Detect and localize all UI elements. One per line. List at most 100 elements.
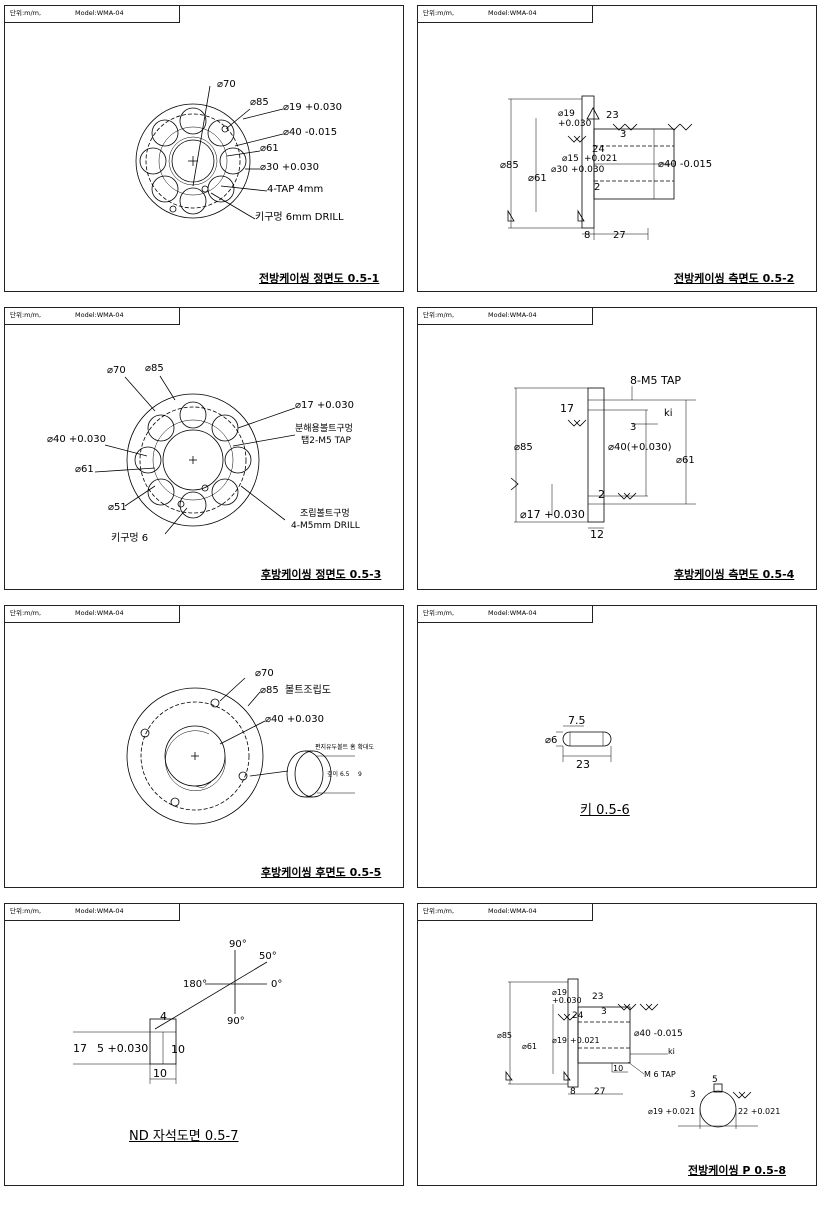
dim-label: ⌀61 xyxy=(528,173,547,184)
dim-label: 9 xyxy=(358,771,362,778)
dim-label: ⌀40 -0.015 xyxy=(658,159,712,170)
model-label: Model:WMA-04 xyxy=(75,609,124,617)
unit-label: 단위:m/m, xyxy=(423,609,455,617)
front-casing-p-drawing: ⌀19 +0.030 23 24 3 ⌀85 ⌀40 -0.015 ⌀19 +0… xyxy=(497,978,780,1129)
dim-label: 2 xyxy=(594,182,600,193)
dim-label: ⌀85 xyxy=(250,97,269,108)
dim-label: ⌀30 xyxy=(551,165,568,175)
rear-front-view-drawing: ⌀70 ⌀85 ⌀17 +0.030 분해용볼트구멍 탭2-M5 TAP ⌀40… xyxy=(47,363,360,544)
dim-label: 23 xyxy=(592,992,603,1002)
dim-label: ⌀6 xyxy=(545,735,557,746)
dim-label: ⌀70 xyxy=(217,79,236,90)
drawing-caption: 후방케이씽 측면도 0.5-4 xyxy=(674,568,795,581)
dim-label: 조립볼트구멍 xyxy=(300,508,350,519)
dim-label: ⌀30 +0.030 xyxy=(260,162,319,173)
dim-label: +0.021 xyxy=(570,1036,600,1045)
unit-label: 단위:m/m, xyxy=(10,311,42,319)
dim-label: 17 xyxy=(73,1042,87,1055)
dim-label: 8 xyxy=(584,230,590,241)
dim-label: ⌀85 xyxy=(500,160,519,171)
dim-label: 24 xyxy=(572,1011,584,1021)
title-block: 단위:m/m, Model:WMA-04 xyxy=(418,308,593,325)
dim-label: 7.5 xyxy=(568,714,586,727)
dim-label: ⌀61 xyxy=(676,455,695,466)
model-label: Model:WMA-04 xyxy=(75,9,124,17)
front-view-drawing: ⌀70 ⌀85 ⌀19 +0.030 ⌀40 -0.015 ⌀61 ⌀30 +0… xyxy=(135,79,344,223)
drawing-panel-7: 단위:m/m,Model:WMA-04 90° 50° 180° 0° 90° … xyxy=(4,903,404,1186)
unit-label: 단위:m/m, xyxy=(423,907,455,915)
drawing-caption: 전방케이씽 정면도 0.5-1 xyxy=(259,272,380,285)
model-label: Model:WMA-04 xyxy=(488,9,537,17)
dim-label: 22 +0.021 xyxy=(738,1107,780,1116)
dim-label: ⌀70 xyxy=(107,365,126,376)
dim-label: 키구멍 6mm DRILL xyxy=(255,211,344,223)
rear-back-view-drawing: ⌀70 ⌀85 볼트조립도 ⌀40 +0.030 편지유두볼트 홈 확대도 깊이… xyxy=(126,668,374,825)
dim-label: ⌀17 +0.030 xyxy=(520,508,585,521)
drawing-panel-2: 단위:m/m,Model:WMA-04 23 ⌀19 +0.030 3 24 ⌀… xyxy=(417,5,817,292)
drawing-caption: 키 0.5-6 xyxy=(580,803,630,818)
drawing-caption: 후방케이씽 후면도 0.5-5 xyxy=(261,866,382,879)
dim-label: ⌀85 xyxy=(514,442,533,453)
dim-label: ⌀19 xyxy=(558,109,575,119)
model-label: Model:WMA-04 xyxy=(488,311,537,319)
dim-label: +0.030 xyxy=(552,996,582,1005)
dim-label: 27 xyxy=(594,1087,605,1097)
angle-label: 0° xyxy=(271,979,282,990)
angle-label: 180° xyxy=(183,979,207,990)
dim-label: ⌀40 +0.030 xyxy=(47,434,106,445)
dim-label: 편지유두볼트 홈 확대도 xyxy=(315,743,374,751)
title-block: 단위:m/m, Model:WMA-04 xyxy=(418,6,593,23)
drawing-panel-3: 단위:m/m, Model:WMA-04 ⌀70 ⌀85 ⌀17 +0.030 분… xyxy=(4,307,404,590)
dim-label: ⌀85 xyxy=(145,363,164,374)
drawing-caption: 전방케이씽 측면도 0.5-2 xyxy=(674,272,795,285)
dim-label: +0.030 xyxy=(558,119,592,129)
unit-label: 단위:m/m, xyxy=(423,311,455,319)
title-block: 단위:m/m, Model:WMA-04 xyxy=(5,308,180,325)
dim-label: 10 xyxy=(153,1067,167,1080)
dim-label: 3 xyxy=(601,1007,607,1017)
title-block: 단위:m/m,Model:WMA-04 xyxy=(418,606,593,623)
unit-label: 단위:m/m, xyxy=(10,9,42,17)
dim-label: ⌀40 -0.015 xyxy=(283,127,337,138)
drawing-caption: 후방케이씽 정면도 0.5-3 xyxy=(261,568,382,581)
dim-label: 5 +0.030 xyxy=(97,1042,148,1055)
unit-label: 단위:m/m, xyxy=(10,609,42,617)
drawing-panel-4: 단위:m/m, Model:WMA-04 8-M5 TAP 17 3 ki ⌀85… xyxy=(417,307,817,590)
dim-label: 탭2-M5 TAP xyxy=(301,434,352,446)
model-label: Model:WMA-04 xyxy=(488,907,537,915)
drawing-panel-5: 단위:m/m, Model:WMA-04 ⌀70 ⌀85 볼트조립도 ⌀40 +0… xyxy=(4,605,404,888)
dim-label: ⌀19 +0.030 xyxy=(283,102,342,113)
dim-label: M 6 TAP xyxy=(644,1070,676,1079)
dim-label: 23 xyxy=(576,758,590,771)
dim-label: 4-M5mm DRILL xyxy=(291,521,360,531)
dim-label: ⌀40 +0.030 xyxy=(265,714,324,725)
dim-label: ⌀19 +0.021 xyxy=(648,1107,695,1116)
dim-label: 27 xyxy=(613,230,626,241)
dim-label: 10 xyxy=(171,1043,185,1056)
title-block: 단위:m/m, Model:WMA-04 xyxy=(5,606,180,623)
dim-label: 분해용볼트구멍 xyxy=(295,423,353,434)
dim-label: 4-TAP 4mm xyxy=(267,184,323,195)
dim-label: 3 xyxy=(630,422,636,433)
drawing-caption: ND 자석도면 0.5-7 xyxy=(129,1129,239,1144)
angle-label: 90° xyxy=(229,939,247,950)
dim-label: ⌀61 xyxy=(260,143,279,154)
title-block: 단위:m/m,Model:WMA-04 xyxy=(5,904,180,921)
rear-side-view-drawing: 8-M5 TAP 17 3 ki ⌀85 ⌀40(+0.030) ⌀61 2 ⌀… xyxy=(510,374,696,541)
dim-label: +0.030 xyxy=(571,165,605,175)
dim-label: 5 xyxy=(712,1075,718,1085)
dim-label: ⌀19 xyxy=(552,988,567,997)
unit-label: 단위:m/m, xyxy=(423,9,455,17)
dim-label: 3 xyxy=(620,129,626,140)
dim-label: ⌀19 xyxy=(552,1036,567,1045)
dim-label: ⌀40(+0.030) xyxy=(608,442,672,453)
dim-label: 4 xyxy=(160,1010,167,1023)
dim-label: ⌀61 xyxy=(75,464,94,475)
title-block: 단위:m/m, Model:WMA-04 xyxy=(5,6,180,23)
drawing-panel-6: 단위:m/m,Model:WMA-04 7.5 ⌀6 23 키 0.5-6 xyxy=(417,605,817,888)
dim-label: 23 xyxy=(606,110,619,121)
model-label: Model:WMA-04 xyxy=(75,311,124,319)
dim-label: 8 xyxy=(570,1087,576,1097)
title-block: 단위:m/m, Model:WMA-04 xyxy=(418,904,593,921)
drawing-caption: 전방케이씽 P 0.5-8 xyxy=(688,1164,787,1177)
